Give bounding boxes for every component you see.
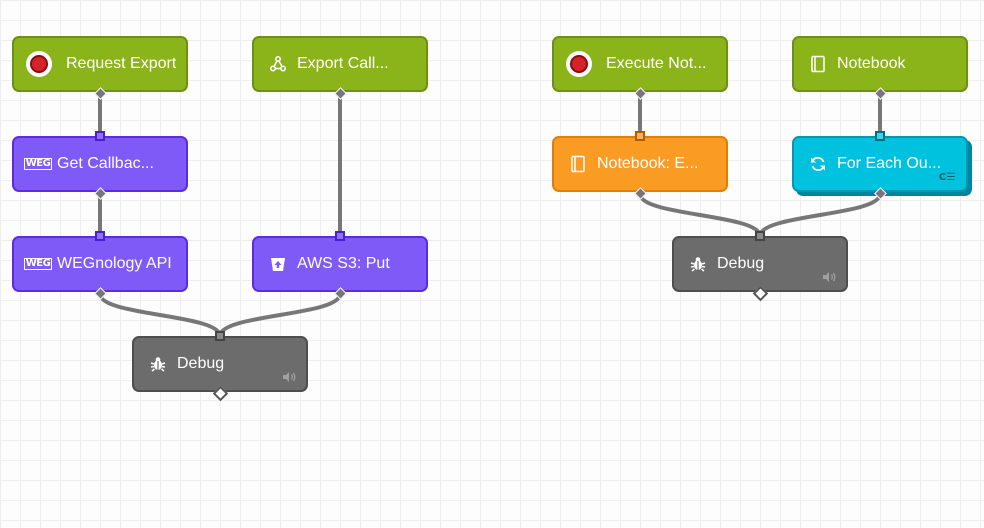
debug-node-left[interactable]: Debug: [132, 336, 308, 392]
wegnology-logo-icon: WEG: [23, 258, 53, 270]
wire-foreach-to-debug: [758, 193, 882, 237]
wire-api-to-debug: [98, 293, 222, 337]
notebook-icon: [568, 154, 588, 174]
bug-icon: [148, 354, 168, 374]
node-label: Debug: [717, 255, 765, 272]
input-port[interactable]: [335, 231, 345, 241]
loop-badge: C☰: [938, 172, 956, 183]
node-label: Request Export: [66, 55, 177, 72]
node-label: Get Callbac...: [57, 155, 154, 172]
input-port[interactable]: [215, 331, 225, 341]
input-port[interactable]: [635, 131, 645, 141]
node-label: Notebook: E...: [597, 155, 699, 172]
input-port[interactable]: [95, 131, 105, 141]
wegnology-logo-icon: WEG: [23, 158, 53, 170]
debug-node-right[interactable]: Debug: [672, 236, 848, 292]
speaker-icon[interactable]: [282, 370, 298, 382]
execute-notebook-trigger-button[interactable]: [566, 51, 592, 77]
webhook-icon: [268, 54, 288, 74]
node-label: AWS S3: Put: [297, 255, 390, 272]
bucket-icon: [268, 254, 288, 274]
export-callback-node[interactable]: Export Call...: [252, 36, 428, 92]
input-port[interactable]: [95, 231, 105, 241]
node-label: WEGnology API: [57, 255, 172, 272]
node-label: For Each Ou...: [837, 155, 942, 172]
get-callback-node[interactable]: WEG Get Callbac...: [12, 136, 188, 192]
node-label: Debug: [177, 355, 225, 372]
for-each-output-node[interactable]: For Each Ou... C☰: [792, 136, 968, 192]
wegnology-api-node[interactable]: WEG WEGnology API: [12, 236, 188, 292]
notebook-icon: [808, 54, 828, 74]
wire-s3-to-debug: [218, 293, 342, 337]
execute-notebook-node[interactable]: Execute Not...: [552, 36, 728, 92]
speaker-icon[interactable]: [822, 270, 838, 282]
input-port[interactable]: [875, 131, 885, 141]
aws-s3-put-node[interactable]: AWS S3: Put: [252, 236, 428, 292]
node-label: Export Call...: [297, 55, 389, 72]
bug-icon: [688, 254, 708, 274]
input-port[interactable]: [755, 231, 765, 241]
node-label: Notebook: [837, 55, 906, 72]
wire-nbexec-to-debug: [638, 193, 762, 237]
loop-icon: [808, 154, 828, 174]
request-export-trigger-button[interactable]: [26, 51, 52, 77]
request-export-node[interactable]: Request Export: [12, 36, 188, 92]
notebook-execute-node[interactable]: Notebook: E...: [552, 136, 728, 192]
notebook-trigger-node[interactable]: Notebook: [792, 36, 968, 92]
node-label: Execute Not...: [606, 55, 707, 72]
